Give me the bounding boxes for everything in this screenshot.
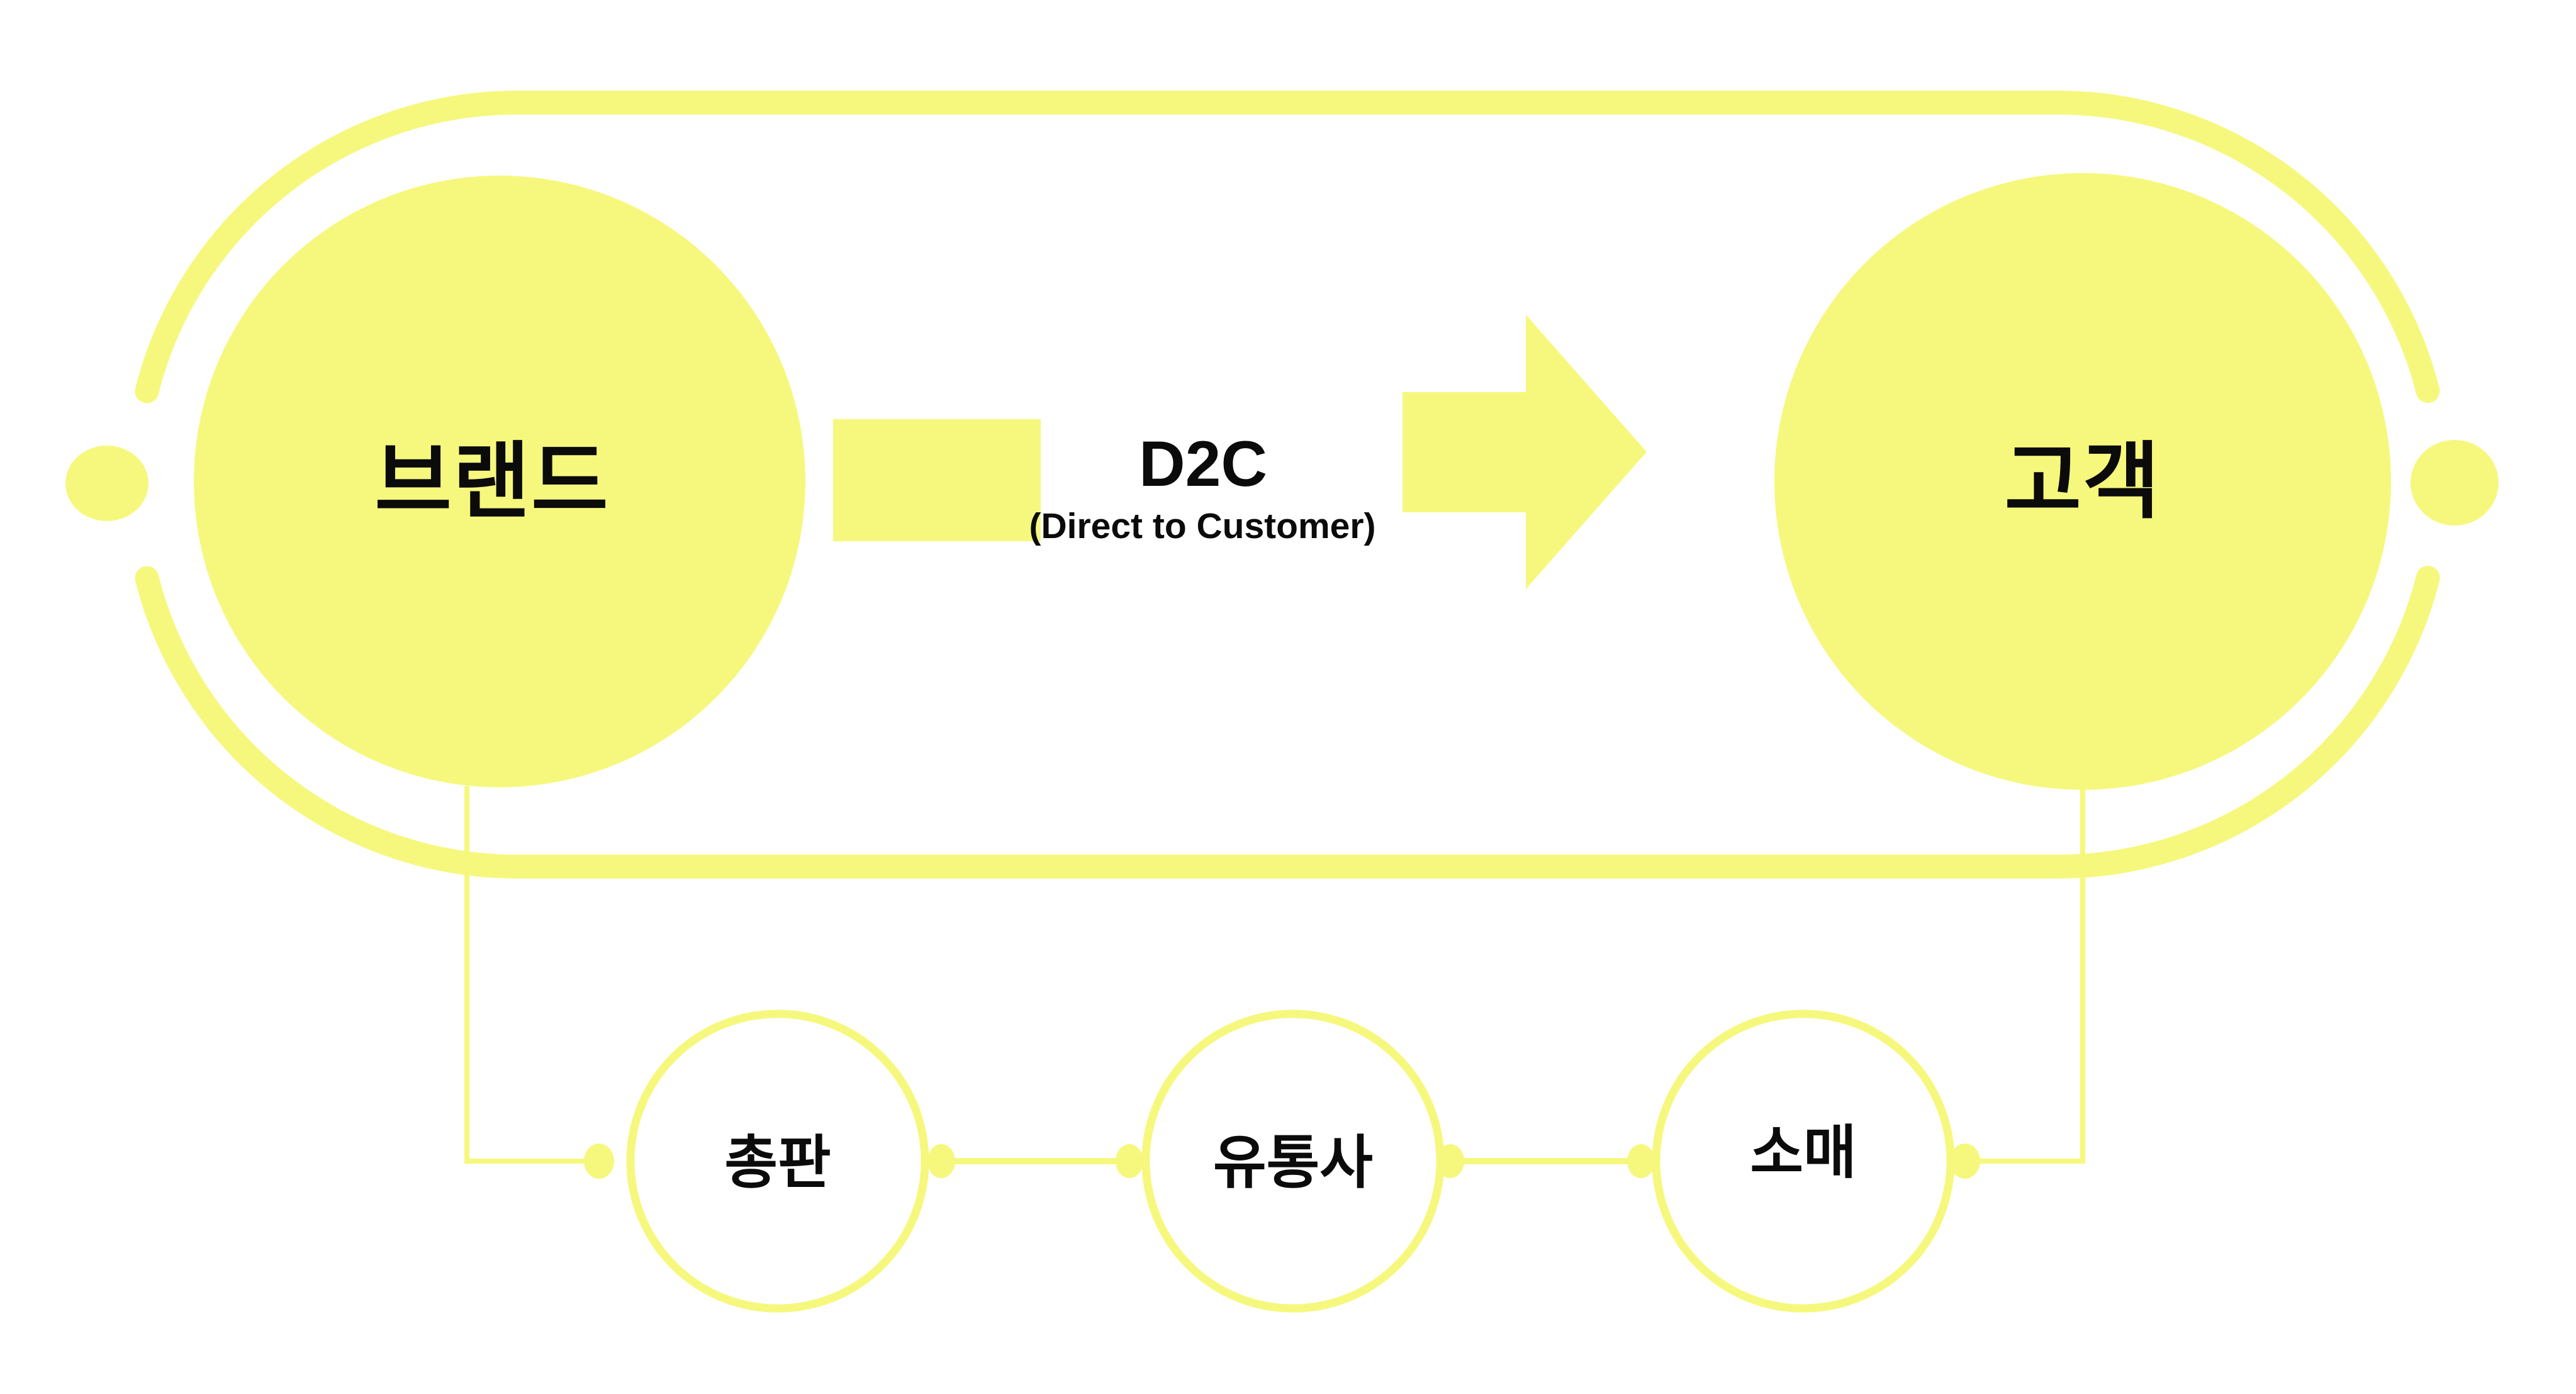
loop-ring	[123, 91, 2451, 879]
retailer-right-dot	[1950, 1144, 1980, 1179]
brand-label: 브랜드	[374, 436, 609, 529]
d2c-rect	[833, 419, 1041, 541]
customer-circle	[1774, 173, 2391, 790]
wholesaler-label: 유통사	[1213, 1131, 1373, 1195]
distributor-right-dot	[927, 1144, 955, 1178]
retailer-left-dot	[1627, 1144, 1655, 1178]
brand-circle	[194, 176, 805, 787]
brand-to-distributor-connector	[464, 786, 590, 1164]
customer-label: 고객	[2005, 436, 2161, 529]
distributor-left-dot	[584, 1144, 614, 1179]
retailer-label: 소매	[1750, 1121, 1856, 1185]
distributor-circle	[626, 1009, 929, 1313]
distributor-label: 총판	[724, 1131, 831, 1195]
wholesaler-left-dot	[1116, 1144, 1143, 1178]
d2c-arrow-icon	[1403, 315, 1647, 589]
d2c-subtitle: (Direct to Customer)	[1029, 506, 1375, 546]
wholesaler-circle	[1141, 1009, 1445, 1313]
retailer-circle	[1652, 1009, 1955, 1313]
loop-left-dot	[65, 446, 148, 521]
customer-to-retailer-connector	[1974, 785, 2085, 1164]
d2c-title: D2C	[1139, 428, 1267, 500]
loop-right-dot	[2411, 440, 2499, 526]
